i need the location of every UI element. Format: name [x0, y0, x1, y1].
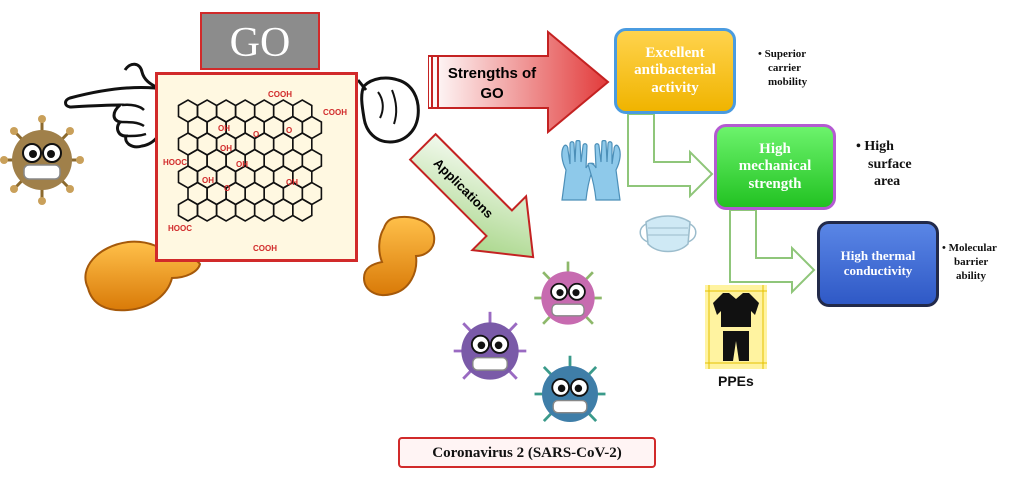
carbon-ring — [177, 198, 199, 222]
strengths-arrow: Strengths of GO — [428, 30, 610, 134]
gloves-icon — [561, 140, 621, 201]
graphene-oxide-molecule: COOH COOH OH OH OH O O HOOC OH O OH HOOC… — [163, 90, 347, 253]
applications-arrow: Applications — [408, 132, 535, 259]
property-antibacterial: Excellent antibacterial activity — [614, 28, 736, 114]
bullet-carrier-mobility: • Superior carrier mobility — [758, 48, 807, 89]
property-line: activity — [651, 79, 699, 96]
bullet-line: ability — [956, 269, 986, 282]
ppe-suit-icon — [705, 285, 767, 369]
bullet-line: mobility — [768, 75, 808, 88]
property-line: mechanical — [738, 158, 812, 175]
chem-label: O — [224, 184, 230, 193]
strengths-label-line1: Strengths of — [448, 65, 537, 82]
bullet-line: barrier — [954, 255, 989, 268]
chem-label: O — [286, 126, 292, 135]
strengths-label-line2: GO — [480, 85, 504, 102]
virus-mascot-icon — [534, 355, 606, 423]
chem-label: HOOC — [163, 158, 187, 167]
property-line: Excellent — [645, 45, 705, 62]
ppe-label: PPEs — [718, 373, 754, 389]
carbon-ring — [215, 198, 237, 222]
carbon-ring — [253, 198, 275, 222]
virus-mascot-icon — [534, 261, 602, 325]
virus-mascot-icon — [453, 311, 527, 380]
chem-label: OH — [218, 124, 230, 133]
property-line: strength — [748, 175, 802, 192]
chem-label: COOH — [323, 108, 347, 117]
chem-label: HOOC — [168, 224, 192, 233]
property-line: conductivity — [843, 263, 913, 278]
chem-label: OH — [220, 144, 232, 153]
glove-hand-icon — [356, 76, 420, 144]
bullet-barrier-ability: • Molecular barrier ability — [942, 242, 997, 283]
bullet-line: • Superior — [758, 48, 807, 60]
property-line: High thermal — [840, 248, 916, 264]
property-connectors — [627, 113, 816, 295]
property-thermal: High thermal conductivity — [817, 221, 939, 307]
virus-mascot-icon — [0, 115, 84, 205]
chem-label: COOH — [253, 244, 277, 253]
face-mask-icon — [639, 215, 697, 253]
virus-label: Coronavirus 2 (SARS-CoV-2) — [398, 437, 656, 468]
chem-label: COOH — [268, 90, 292, 99]
property-mechanical: High mechanical strength — [714, 124, 836, 210]
go-title: GO — [200, 12, 320, 70]
graphene-oxide-structure: COOH COOH OH OH OH O O HOOC OH O OH HOOC… — [155, 72, 358, 262]
carbon-ring — [292, 198, 313, 222]
bullet-line: carrier — [768, 61, 801, 74]
carbon-ring — [234, 198, 256, 222]
cartoon-shoe-icon — [362, 216, 436, 296]
bullet-line: area — [874, 174, 901, 189]
bullet-surface-area: • High surface area — [856, 138, 912, 191]
carbon-ring — [272, 198, 294, 222]
chem-label: OH — [236, 160, 248, 169]
bullet-line: • High — [856, 139, 894, 154]
carbon-ring — [196, 198, 218, 222]
chem-label: O — [253, 130, 259, 139]
property-line: High — [759, 141, 791, 158]
chem-label: OH — [202, 176, 214, 185]
property-line: antibacterial — [634, 62, 716, 79]
bullet-line: surface — [868, 156, 912, 172]
chem-label: OH — [286, 178, 298, 187]
bullet-line: • Molecular — [942, 242, 997, 254]
